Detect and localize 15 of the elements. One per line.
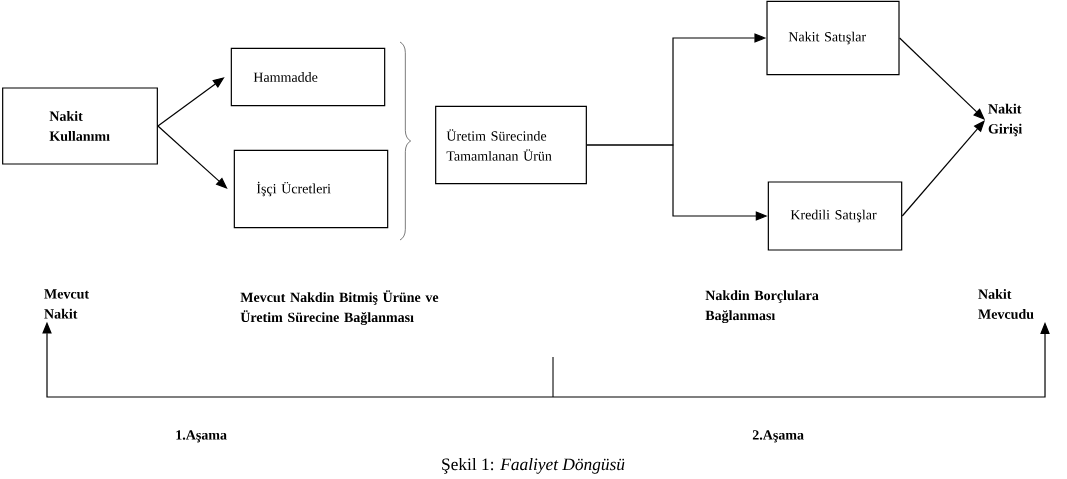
process-box: Nakit Kullanımı: [2, 87, 158, 165]
stage-label: Mevcut Nakdin Bitmiş Ürüne ve Üretim Sürecine Bağlanması: [240, 290, 439, 325]
process-box: İşçi Ücretleri: [233, 149, 389, 229]
caption: Şekil 1: Faaliyet Döngüsü: [442, 457, 625, 474]
node-text: Nakit Girişi: [988, 103, 1023, 137]
stage-label: 1.Aşama: [176, 430, 227, 443]
node-text: Mevcut Nakit: [44, 289, 90, 319]
arrow: [157, 125, 228, 189]
process-box: Hammadde: [230, 47, 386, 107]
stage-label: 2.Aşama: [752, 430, 804, 443]
process-box: Kredili Satışlar: [767, 181, 903, 251]
node-text: Nakit Mevcudu: [978, 289, 1034, 319]
process-box: Nakit Satışlar: [766, 0, 900, 76]
process-box: Üretim Sürecinde Tamamlanan Ürün: [435, 105, 587, 185]
stage-label: Nakdin Borçlulara Bağlanması: [705, 290, 819, 324]
